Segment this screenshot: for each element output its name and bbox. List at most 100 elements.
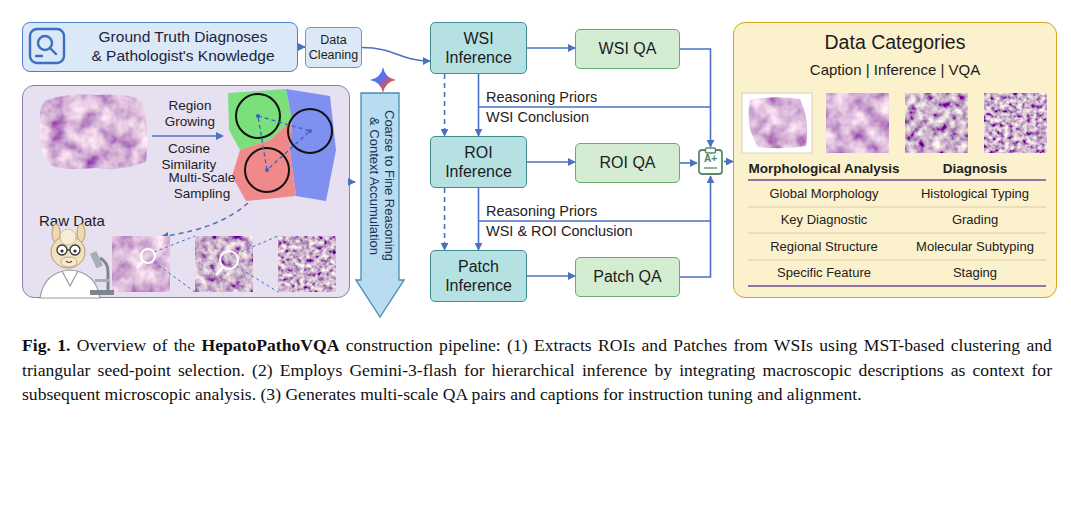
node-text: Coarse to Fine Reasoning & Context Accum…	[363, 107, 397, 265]
table-rules	[748, 260, 1046, 261]
search-doc-icon	[36, 55, 42, 57]
category-images	[742, 93, 1047, 153]
node-text: Ground Truth Diagnoses & Pathologist's K…	[76, 28, 291, 65]
process-box: Data Cleaning	[305, 27, 362, 68]
cluster-map	[232, 120, 296, 201]
search-doc-icon	[38, 36, 52, 50]
node-text: ROI QA	[578, 154, 678, 172]
tissue-patches	[195, 236, 253, 292]
node-text: Data Categories	[825, 31, 966, 54]
h-connector	[479, 106, 711, 108]
table-rules	[748, 207, 1046, 208]
llama-pathologist	[73, 249, 76, 252]
flow-arrow	[478, 188, 480, 250]
flow-arrow	[527, 161, 575, 163]
flow-arrow	[478, 74, 480, 136]
llama-pathologist	[40, 224, 114, 298]
llama-pathologist	[95, 279, 109, 282]
flow-arrow	[724, 161, 733, 163]
source-box: Ground Truth Diagnoses & Pathologist's K…	[22, 22, 298, 72]
cluster-map	[256, 114, 260, 118]
h-connector	[479, 107, 711, 221]
region-arrow	[216, 132, 224, 140]
arrow-shape	[356, 93, 404, 317]
dashed-arrow	[444, 74, 446, 136]
sampling-arrow	[160, 203, 248, 241]
flow-arrow	[350, 181, 355, 183]
tissue-patches	[154, 262, 195, 292]
flow-arrow	[527, 275, 575, 277]
wsi-thumbnail	[34, 90, 152, 174]
llama-pathologist	[57, 245, 67, 255]
llama-pathologist	[61, 257, 77, 267]
magnifier-icon	[137, 261, 143, 268]
qa-box: Patch QA	[575, 257, 680, 297]
annotation-label: Reasoning Priors	[486, 89, 686, 106]
inference-box: Patch Inference	[430, 250, 527, 302]
llama-pathologist	[51, 236, 85, 268]
category-images	[744, 94, 810, 152]
category-images	[744, 94, 810, 152]
node-text: ROI Inference	[437, 143, 521, 181]
dashed-arrow	[444, 188, 446, 250]
search-doc-icon	[50, 48, 56, 54]
llama-pathologist	[60, 229, 76, 245]
cluster-map	[245, 148, 289, 192]
category-images	[742, 93, 812, 153]
cluster-map	[228, 89, 292, 150]
tissue-patches	[112, 236, 336, 292]
gemini-star	[370, 67, 396, 93]
clipboard-shape	[704, 167, 717, 168]
category-panel: Data CategoriesCaption | Inference | VQA	[733, 22, 1057, 298]
llama-pathologist	[90, 290, 114, 295]
flow-arrow	[362, 48, 430, 62]
magnifier-icon	[137, 249, 238, 275]
magnifier-icon	[220, 251, 238, 269]
annotation-label: WSI Conclusion	[486, 109, 686, 126]
flow-arrow: Coarse to Fine Reasoning & Context Accum…	[355, 92, 405, 318]
figure-caption: Fig. 1. Overview of the HepatoPathoVQA c…	[22, 333, 1052, 407]
flow-arrow	[680, 162, 697, 164]
cluster-map	[265, 168, 269, 172]
cluster-map	[308, 129, 312, 133]
category-images	[826, 93, 889, 153]
llama-pathologist	[66, 261, 72, 263]
inference-box: ROI Inference	[430, 136, 527, 188]
cluster-map	[288, 109, 332, 153]
search-doc-icon	[30, 29, 64, 63]
node-subtext: Caption | Inference | VQA	[810, 61, 980, 78]
llama-pathologist	[70, 245, 80, 255]
node-text: A+	[697, 153, 724, 164]
table-rules	[748, 179, 1046, 180]
llama-pathologist	[77, 224, 85, 242]
flow-arrow	[680, 49, 711, 147]
qa-box: WSI QA	[575, 29, 680, 69]
category-images	[905, 93, 968, 153]
flow-arrow	[527, 47, 575, 49]
tissue-patches	[112, 236, 170, 292]
node-text: WSI QA	[578, 40, 678, 58]
llama-pathologist	[90, 251, 103, 268]
node-text: Patch QA	[578, 268, 678, 286]
llama-pathologist	[100, 258, 108, 290]
node-text: Data Cleaning	[308, 33, 360, 63]
annotation-label: WSI & ROI Conclusion	[486, 223, 686, 240]
search-doc-icon	[30, 29, 64, 63]
node-text: WSI Inference	[437, 29, 521, 67]
cluster-map	[228, 89, 336, 201]
flow-arrow	[298, 46, 305, 48]
node-text: Raw Data	[39, 212, 105, 229]
cluster-map	[286, 89, 336, 201]
sampling-arrow	[160, 232, 168, 241]
table-rules	[748, 180, 1046, 286]
region-arrow	[152, 135, 218, 137]
caption-emphasis: HepatoPathoVQA	[202, 335, 340, 355]
caption-emphasis: Fig.	[22, 335, 51, 355]
data-panel: Raw Data	[22, 85, 350, 298]
llama-pathologist	[62, 271, 78, 286]
tissue-patches	[154, 236, 195, 252]
tissue-patches	[236, 236, 278, 254]
cluster-map	[258, 116, 310, 170]
grade-icon: A+	[697, 147, 724, 176]
